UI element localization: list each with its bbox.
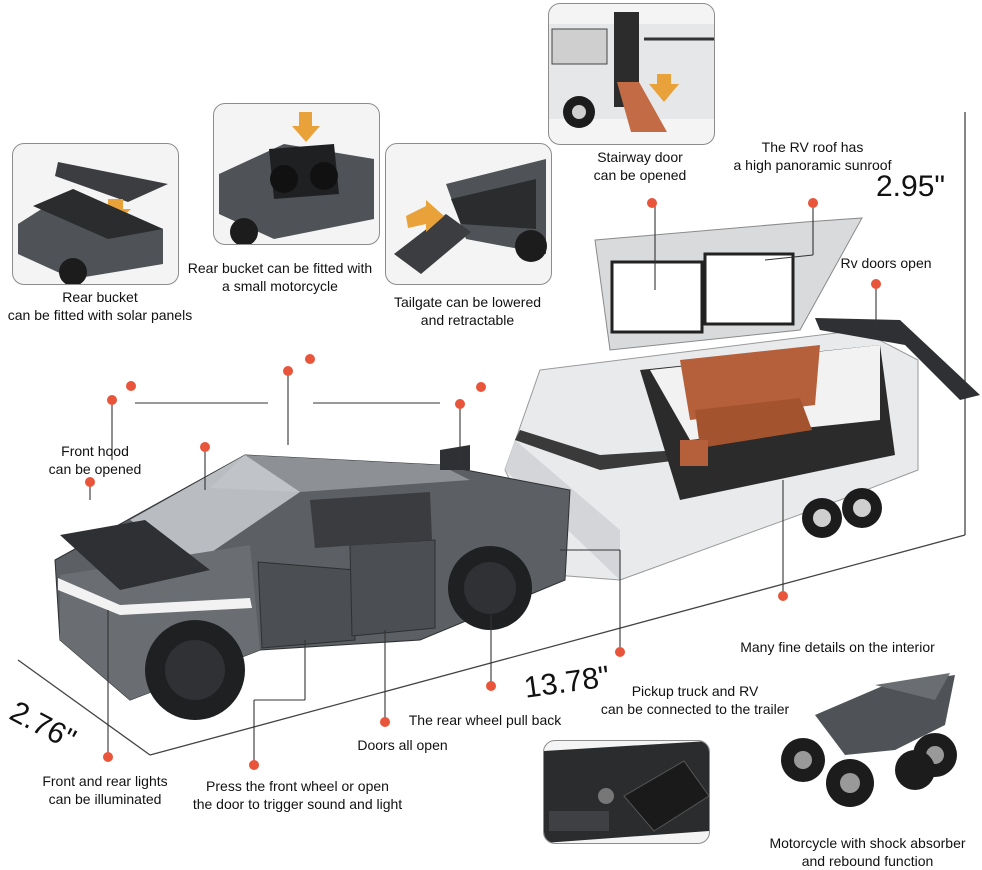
marker (283, 366, 293, 376)
caption-rear-wheel: The rear wheel pull back (408, 712, 562, 728)
caption-stairway-door: Stairway door can be opened (593, 149, 687, 183)
caption-interior: Many fine details on the interior (740, 639, 935, 655)
dimension-lines (17, 112, 966, 756)
caption-motorcycle: Motorcycle with shock absorber and rebou… (769, 835, 966, 869)
marker (305, 354, 315, 364)
caption-pickup-rv: Pickup truck and RV can be connected to … (600, 683, 790, 717)
caption-tailgate: Tailgate can be lowered and retractable (393, 294, 542, 328)
caption-doors-open: Doors all open (357, 737, 448, 753)
thumb-stairway (548, 3, 715, 145)
caption-front-wheel: Press the front wheel or open the door t… (192, 778, 403, 812)
caption-front-hood: Front hood can be opened (48, 443, 142, 477)
marker (476, 382, 486, 392)
pickup-truck (54, 445, 571, 720)
marker (647, 198, 657, 208)
marker (871, 279, 881, 289)
caption-rv-roof: The RV roof has a high panoramic sunroof (733, 139, 892, 173)
caption-rear-bucket-motorcycle: Rear bucket can be fitted with a small m… (187, 260, 373, 294)
dimension-height: 2.95" (876, 170, 946, 203)
marker (380, 717, 390, 727)
markers (85, 198, 881, 770)
caption-rear-bucket-solar: Rear bucket can be fitted with solar pan… (7, 289, 193, 323)
marker (85, 477, 95, 487)
marker (200, 442, 210, 452)
marker (126, 381, 136, 391)
marker (455, 399, 465, 409)
caption-rv-doors: Rv doors open (840, 255, 932, 271)
caption-lights: Front and rear lights can be illuminated (42, 773, 168, 807)
marker (107, 395, 117, 405)
thumb-connector (543, 740, 710, 844)
marker (103, 752, 113, 762)
thumb-tailgate (385, 143, 552, 285)
marker (486, 681, 496, 691)
marker (249, 760, 259, 770)
leader-lines (89, 205, 877, 765)
thumb-solar-panel (12, 143, 179, 285)
marker (808, 198, 818, 208)
marker (778, 591, 788, 601)
thumb-motorcycle-bucket (213, 103, 380, 245)
thumb-motorcycle (775, 655, 970, 815)
marker (615, 647, 625, 657)
rv-trailer (499, 217, 980, 581)
